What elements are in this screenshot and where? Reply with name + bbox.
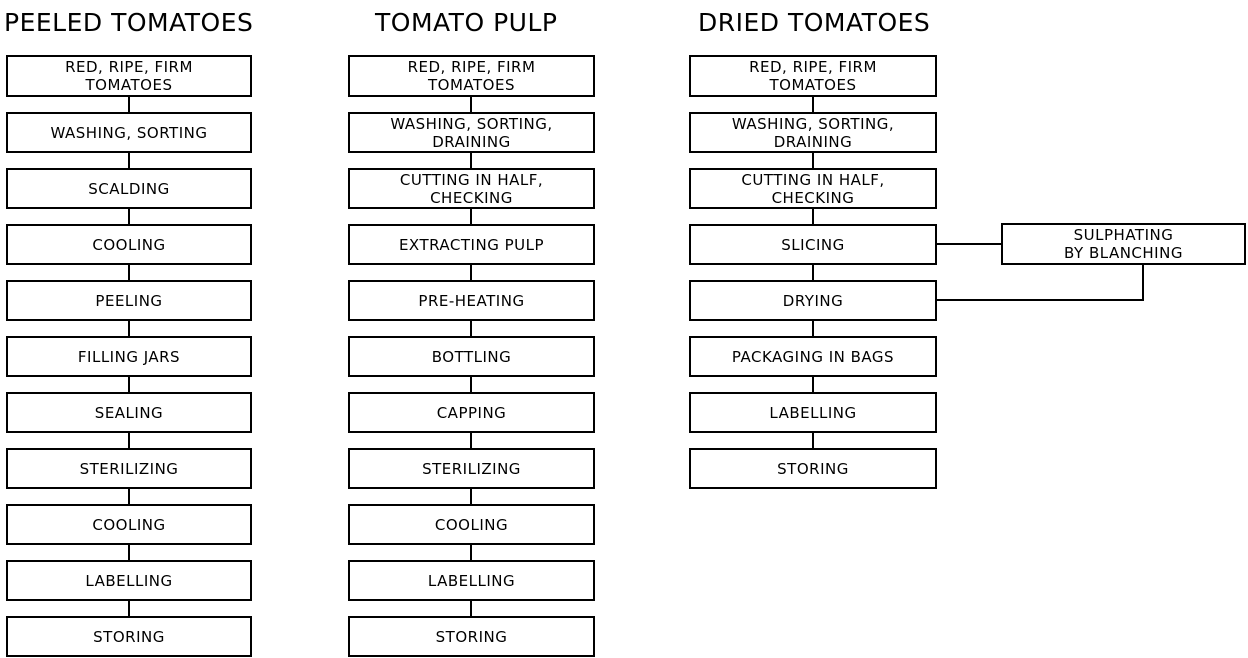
step-box: LABELLING bbox=[348, 560, 595, 601]
column-title-peeled-tomatoes: PEELED TOMATOES bbox=[4, 8, 254, 37]
step-box: WASHING, SORTING bbox=[6, 112, 252, 153]
column-title-tomato-pulp: TOMATO PULP bbox=[375, 8, 558, 37]
step-box: LABELLING bbox=[689, 392, 937, 433]
step-box: STORING bbox=[6, 616, 252, 657]
step-box: STERILIZING bbox=[348, 448, 595, 489]
step-box: COOLING bbox=[6, 224, 252, 265]
step-box: RED, RIPE, FIRM TOMATOES bbox=[6, 55, 252, 97]
step-box: WASHING, SORTING, DRAINING bbox=[348, 112, 595, 153]
step-box: PEELING bbox=[6, 280, 252, 321]
step-box: LABELLING bbox=[6, 560, 252, 601]
step-box: PACKAGING IN BAGS bbox=[689, 336, 937, 377]
step-box: SLICING bbox=[689, 224, 937, 265]
step-box: WASHING, SORTING, DRAINING bbox=[689, 112, 937, 153]
side-step-box: SULPHATING BY BLANCHING bbox=[1001, 223, 1246, 265]
step-box: STERILIZING bbox=[6, 448, 252, 489]
step-box: CAPPING bbox=[348, 392, 595, 433]
step-box: RED, RIPE, FIRM TOMATOES bbox=[348, 55, 595, 97]
step-box: COOLING bbox=[348, 504, 595, 545]
step-box: DRYING bbox=[689, 280, 937, 321]
step-box: PRE-HEATING bbox=[348, 280, 595, 321]
step-box: FILLING JARS bbox=[6, 336, 252, 377]
step-box: CUTTING IN HALF, CHECKING bbox=[689, 168, 937, 209]
step-box: STORING bbox=[689, 448, 937, 489]
step-box: EXTRACTING PULP bbox=[348, 224, 595, 265]
step-box: RED, RIPE, FIRM TOMATOES bbox=[689, 55, 937, 97]
step-box: SCALDING bbox=[6, 168, 252, 209]
step-box: COOLING bbox=[6, 504, 252, 545]
column-title-dried-tomatoes: DRIED TOMATOES bbox=[698, 8, 931, 37]
step-box: STORING bbox=[348, 616, 595, 657]
step-box: BOTTLING bbox=[348, 336, 595, 377]
step-box: CUTTING IN HALF, CHECKING bbox=[348, 168, 595, 209]
step-box: SEALING bbox=[6, 392, 252, 433]
